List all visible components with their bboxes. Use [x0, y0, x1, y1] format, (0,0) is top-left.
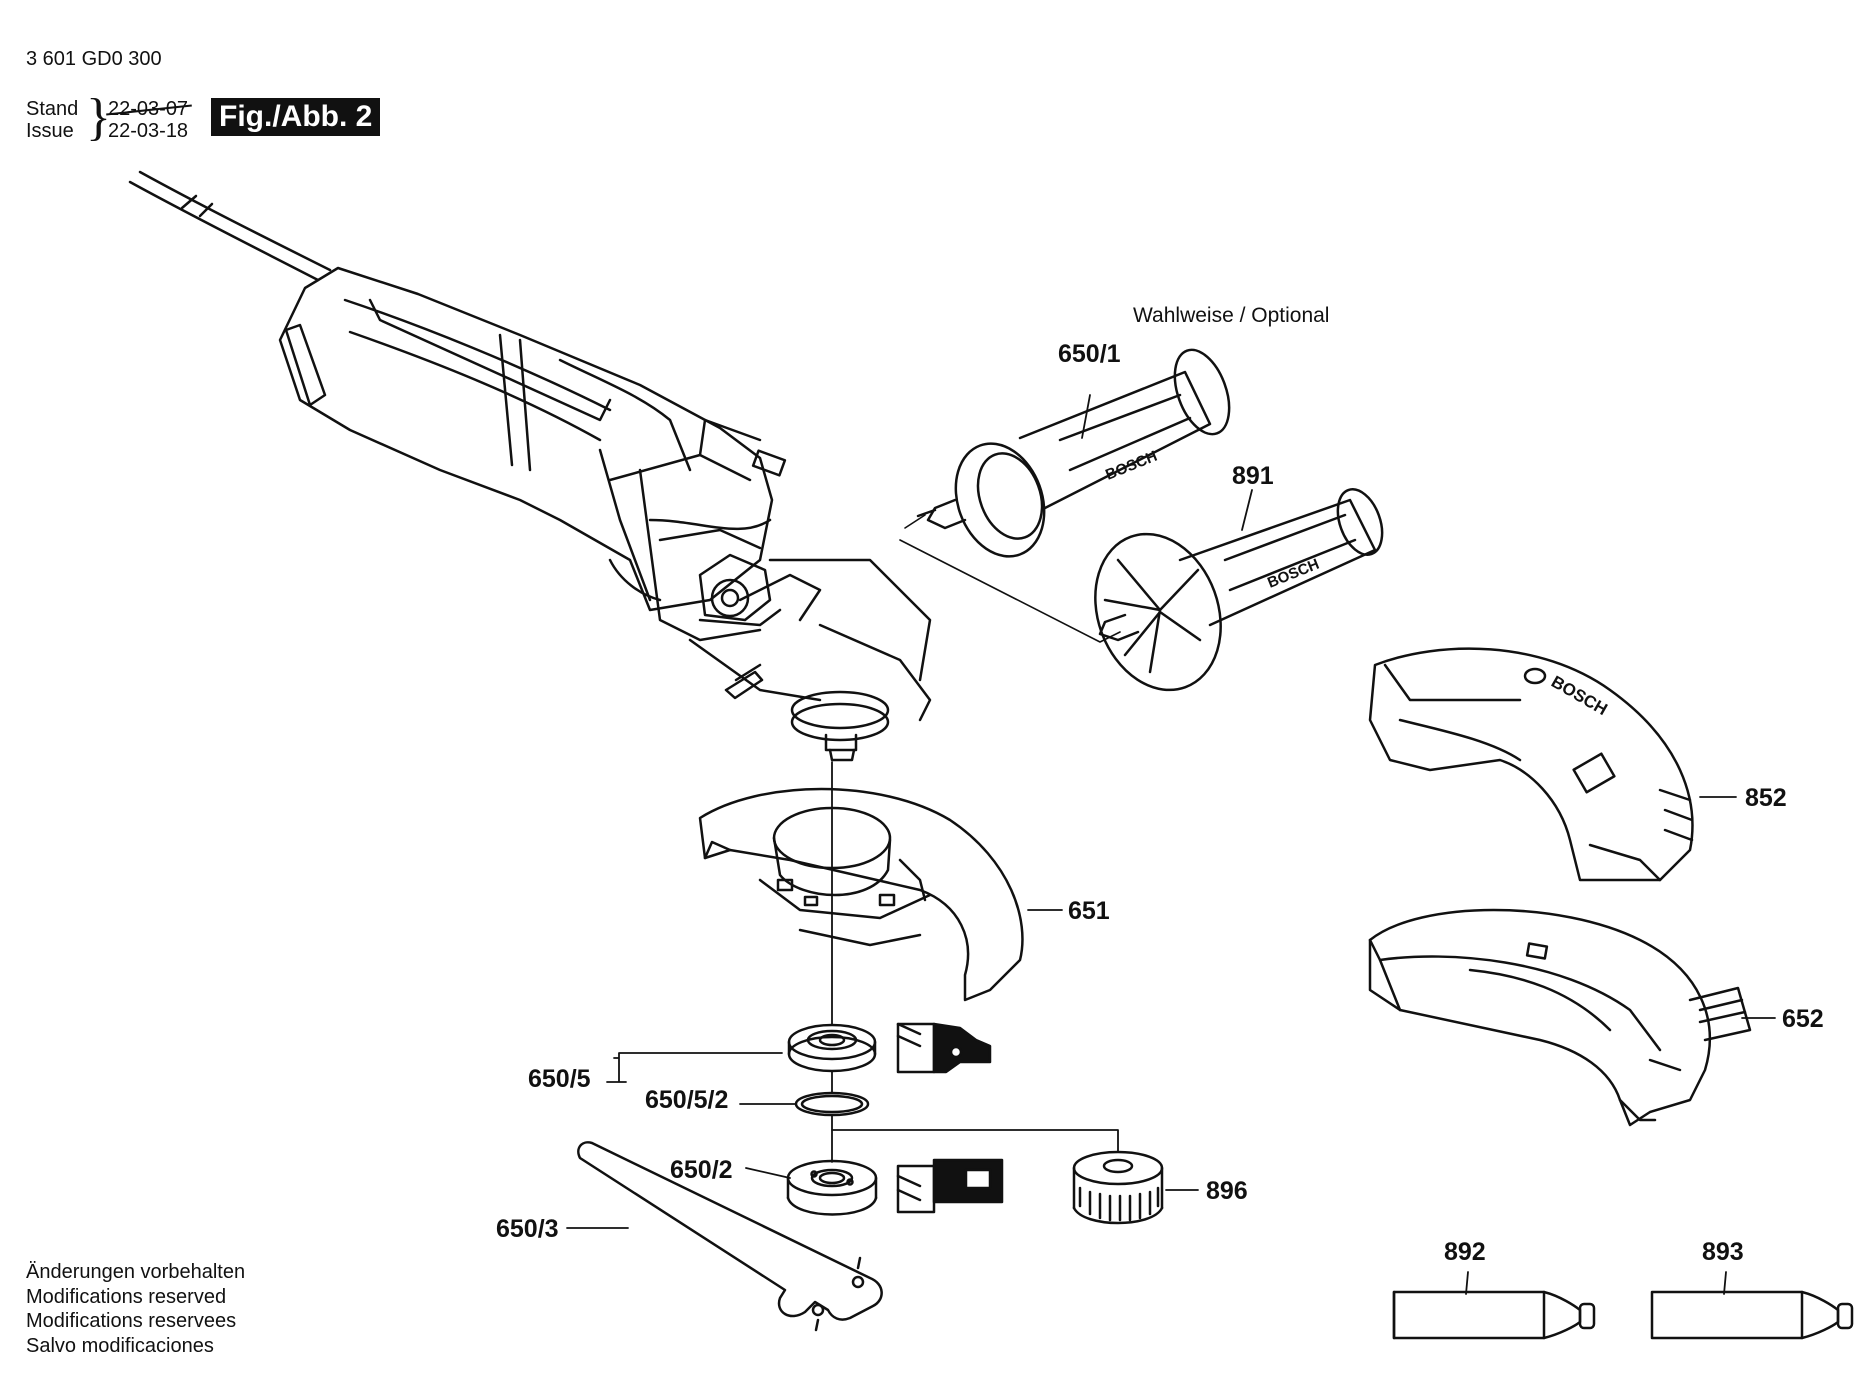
label-652: 652 — [1782, 1005, 1824, 1033]
optional-note: Wahlweise / Optional — [1133, 304, 1330, 327]
handle-891 — [1094, 488, 1384, 692]
handle-650-1 — [916, 348, 1231, 558]
old-date: 22-03-07 — [108, 98, 189, 120]
figure-label: Fig./Abb. 2 — [211, 98, 381, 136]
label-892: 892 — [1444, 1238, 1486, 1266]
footer-note: Modifications reserved — [26, 1285, 227, 1308]
label-650-3: 650/3 — [496, 1215, 559, 1243]
label-852: 852 — [1745, 784, 1787, 812]
brand-mark: BOSCH — [1548, 672, 1611, 719]
power-cord — [128, 170, 332, 282]
label-651: 651 — [1068, 897, 1110, 925]
label-896: 896 — [1206, 1177, 1248, 1205]
footer-note: Änderungen vorbehalten — [26, 1261, 246, 1283]
handle-connection-line — [899, 514, 1121, 643]
guard-652 — [1368, 908, 1752, 1127]
label-891: 891 — [1232, 462, 1274, 490]
label-893: 893 — [1702, 1238, 1744, 1266]
nut-650-2 — [786, 1159, 878, 1216]
label-650-2: 650/2 — [670, 1156, 733, 1184]
footer-note: Modifications reservees — [26, 1310, 237, 1332]
footer-notes: Änderungen vorbehalten Modifications res… — [26, 1260, 245, 1358]
leader-lines — [566, 394, 1776, 1295]
label-650-1: 650/1 — [1058, 340, 1121, 368]
guard-852 — [1368, 647, 1694, 882]
label-650-5-2: 650/5/2 — [645, 1086, 728, 1114]
section-detail-upper — [896, 1022, 992, 1074]
stand-issue-labels: Stand Issue — [26, 98, 78, 142]
quick-nut-896 — [1072, 1150, 1164, 1225]
section-detail-lower — [896, 1158, 1004, 1214]
brace-icon: } — [86, 89, 111, 146]
footer-note: Salvo modificaciones — [26, 1334, 214, 1357]
spanner-650-3 — [577, 1141, 883, 1332]
angle-grinder-body — [278, 266, 932, 762]
new-date: 22-03-18 — [108, 120, 189, 142]
flange-650-5 — [787, 1023, 877, 1073]
stand-label: Stand — [26, 98, 79, 120]
grease-tube-892 — [1392, 1290, 1596, 1340]
issue-label: Issue — [26, 120, 74, 142]
grease-tube-893 — [1650, 1290, 1854, 1340]
guard-651 — [698, 787, 1024, 1002]
label-650-5: 650/5 — [528, 1065, 591, 1093]
issue-dates: 22-03-07 22-03-18 — [108, 98, 188, 142]
part-number: 3 601 GD0 300 — [26, 48, 162, 70]
o-ring-650-5-2 — [794, 1091, 870, 1117]
